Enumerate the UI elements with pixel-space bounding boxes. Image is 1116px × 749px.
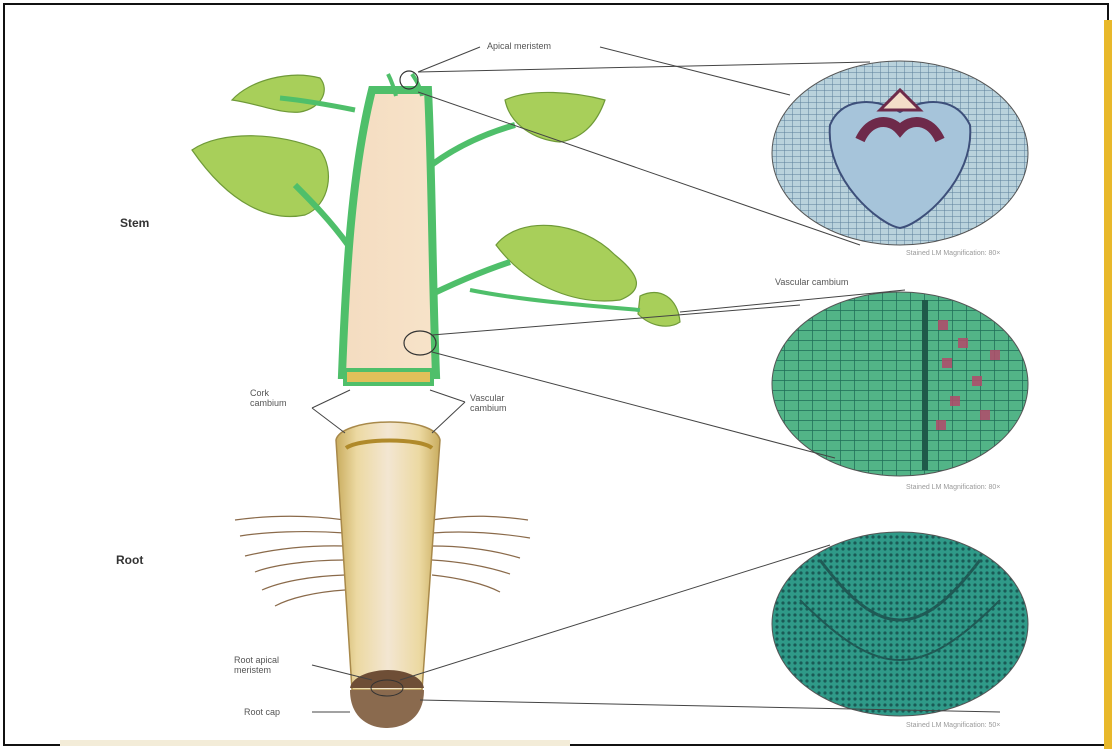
micrograph-caption-2: Stained LM Magnification: 80×: [906, 484, 1000, 491]
leaf-left-mid: [192, 136, 328, 217]
label-root-cap: Root cap: [244, 707, 280, 717]
label-cork-cambium: Cork cambium: [250, 388, 305, 408]
leaf-right-mid: [496, 225, 636, 301]
stem-body: [342, 71, 436, 384]
leaf-right-small: [638, 292, 680, 326]
leaf-right-top: [505, 92, 605, 142]
label-vascular-cambium-top: Vascular cambium: [775, 277, 848, 287]
micrograph-caption-1: Stained LM Magnification: 80×: [906, 250, 1000, 257]
root-cap: [350, 670, 424, 728]
bottom-strip: [60, 740, 570, 746]
micrograph-caption-3: Stained LM Magnification: 50×: [906, 722, 1000, 729]
micrograph-vascular: [772, 292, 1028, 476]
accent-bar: [1104, 20, 1112, 749]
label-apical-meristem: Apical meristem: [487, 41, 551, 51]
section-label-stem: Stem: [120, 216, 149, 230]
leaf-left-top: [232, 75, 324, 112]
label-root-apical-meristem: Root apical meristem: [234, 655, 304, 675]
label-vascular-cambium-stem: Vascular cambium: [470, 393, 530, 413]
section-label-root: Root: [116, 553, 143, 567]
micrograph-apical: [772, 61, 1028, 245]
micrograph-root: [772, 532, 1028, 716]
root-body: [235, 422, 530, 728]
